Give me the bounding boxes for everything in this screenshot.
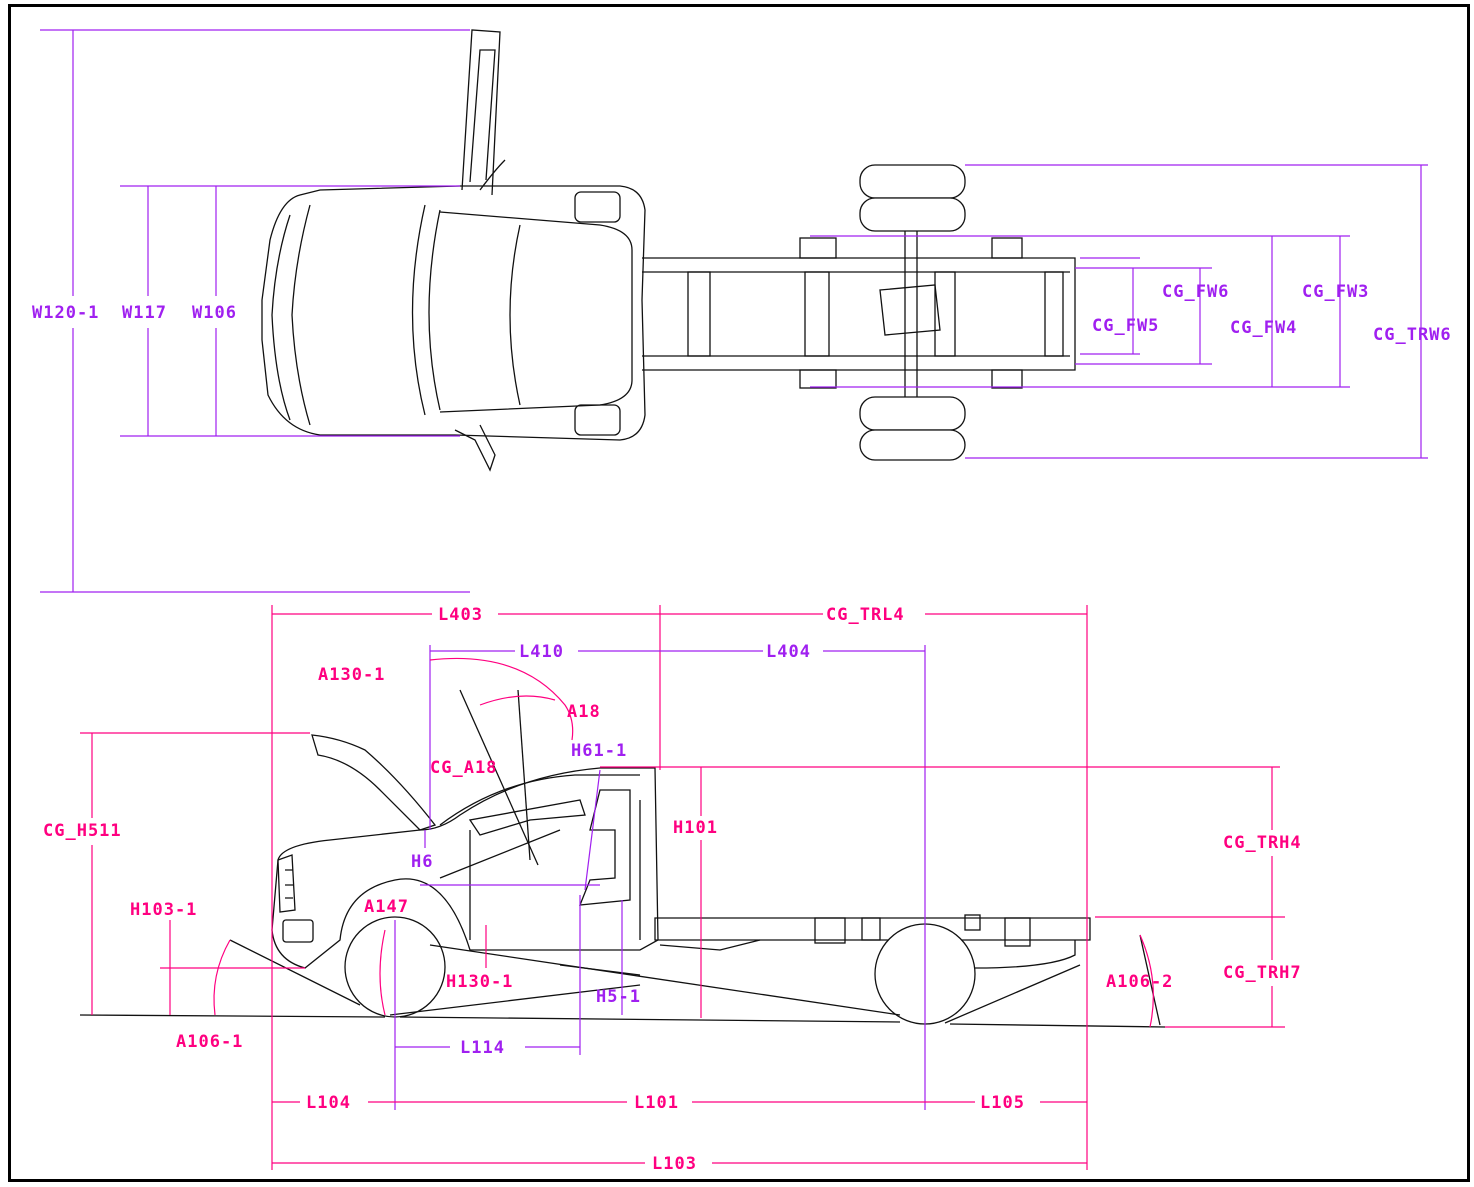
label-a130-1: A130-1 bbox=[318, 665, 385, 685]
label-l105: L105 bbox=[980, 1093, 1025, 1113]
label-a106-1: A106-1 bbox=[176, 1032, 243, 1052]
label-l404: L404 bbox=[766, 642, 811, 662]
top-view-labels: W120-1 W117 W106 CG_FW6 CG_FW5 CG_FW4 CG… bbox=[32, 282, 1452, 345]
label-h5-1: H5-1 bbox=[596, 987, 641, 1007]
label-l101: L101 bbox=[634, 1093, 679, 1113]
label-cg-fw5: CG_FW5 bbox=[1092, 316, 1159, 336]
drawing-frame bbox=[8, 4, 1470, 1182]
label-l410: L410 bbox=[519, 642, 564, 662]
label-cg-fw3: CG_FW3 bbox=[1302, 282, 1369, 302]
label-h130-1: H130-1 bbox=[446, 972, 513, 992]
label-h6: H6 bbox=[411, 852, 433, 872]
label-cg-fw4: CG_FW4 bbox=[1230, 318, 1297, 338]
label-cg-trl4: CG_TRL4 bbox=[826, 605, 905, 625]
label-l104: L104 bbox=[306, 1093, 351, 1113]
side-view-dimensions bbox=[80, 605, 1285, 1170]
label-cg-trw6: CG_TRW6 bbox=[1373, 325, 1452, 345]
label-a147: A147 bbox=[364, 897, 409, 917]
label-cg-a18: CG_A18 bbox=[430, 758, 497, 778]
label-cg-h511: CG_H511 bbox=[43, 821, 122, 841]
label-h101: H101 bbox=[673, 818, 718, 838]
label-w117: W117 bbox=[122, 303, 167, 323]
label-w106: W106 bbox=[192, 303, 237, 323]
top-view-dimensions bbox=[40, 29, 1428, 593]
label-cg-trh4: CG_TRH4 bbox=[1223, 833, 1302, 853]
label-l103: L103 bbox=[652, 1154, 697, 1174]
top-view-vehicle bbox=[261, 29, 1076, 472]
label-a106-2: A106-2 bbox=[1106, 972, 1173, 992]
label-cg-fw6: CG_FW6 bbox=[1162, 282, 1229, 302]
label-cg-trh7: CG_TRH7 bbox=[1223, 963, 1302, 983]
label-a18: A18 bbox=[567, 702, 601, 722]
label-l114: L114 bbox=[460, 1038, 505, 1058]
label-h103-1: H103-1 bbox=[130, 900, 197, 920]
label-l403: L403 bbox=[438, 605, 483, 625]
side-view-labels: L403 CG_TRL4 L410 L404 A130-1 A18 H61-1 … bbox=[43, 605, 1302, 1174]
label-w120-1: W120-1 bbox=[32, 303, 99, 323]
label-h61-1: H61-1 bbox=[571, 741, 627, 761]
